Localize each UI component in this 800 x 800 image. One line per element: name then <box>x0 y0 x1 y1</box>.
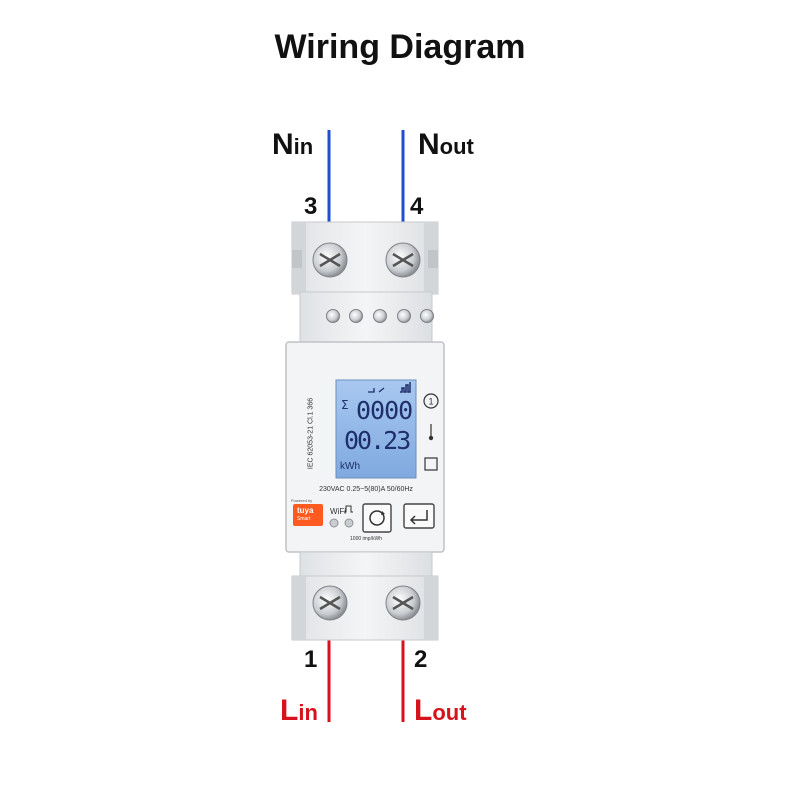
label-n-in-main: N <box>272 128 294 161</box>
screw-terminal-2 <box>385 585 421 621</box>
label-l-in-main: L <box>280 694 299 727</box>
small-terminal-screws <box>326 309 434 323</box>
terminal-number-1: 1 <box>304 646 318 673</box>
lcd-line-1: 0000 <box>356 396 413 425</box>
tuya-logo <box>293 504 323 526</box>
lcd-line-2: 00.23 <box>344 426 411 455</box>
meter-side-text: IEC 62053-21 Cl.1 366 <box>307 397 315 470</box>
signal-icon <box>400 382 411 393</box>
wifi-label: WiFi <box>330 507 346 516</box>
lcd-sigma: Σ <box>341 398 349 412</box>
label-l-out: Lout <box>414 694 467 728</box>
label-l-in-sub: in <box>298 700 318 725</box>
label-l-in: Lin <box>280 694 318 728</box>
wifi-led <box>329 518 339 528</box>
lcd-display <box>335 379 417 479</box>
pulse-icon <box>344 505 353 513</box>
cycle-button[interactable] <box>362 503 392 533</box>
meter-mid-block <box>299 291 433 345</box>
brand-name: tuya <box>297 506 314 515</box>
screw-terminal-4 <box>385 242 421 278</box>
label-n-in-sub: in <box>293 134 314 159</box>
meter-lower-block <box>299 551 433 579</box>
clock-icon: 1 <box>423 393 439 409</box>
pulse-led <box>344 518 354 528</box>
enter-button[interactable] <box>403 503 435 529</box>
label-n-in: Nin <box>272 128 313 162</box>
meter-rating: 230VAC 0.25~5(80)A 50/60Hz <box>319 486 413 493</box>
svg-text:1: 1 <box>428 397 433 407</box>
screw-terminal-3 <box>312 242 348 278</box>
terminal-number-4: 4 <box>410 193 424 220</box>
label-n-out-main: N <box>418 128 440 161</box>
pulse-indicator-icon <box>368 387 385 393</box>
label-n-out: Nout <box>418 128 474 162</box>
brand-top: Powered by <box>291 498 313 503</box>
brand-sub: Smart <box>297 516 311 522</box>
terminal-number-2: 2 <box>414 646 428 673</box>
thermometer-icon <box>428 424 434 441</box>
label-n-out-sub: out <box>439 134 474 159</box>
square-icon <box>424 457 438 471</box>
screw-terminal-1 <box>312 585 348 621</box>
lcd-unit: kWh <box>340 461 360 472</box>
label-l-out-sub: out <box>432 700 467 725</box>
meter-imp: 1000 imp/kWh <box>350 536 382 542</box>
diagram-title: Wiring Diagram <box>274 28 526 66</box>
terminal-number-3: 3 <box>304 193 318 220</box>
label-l-out-main: L <box>414 694 433 727</box>
